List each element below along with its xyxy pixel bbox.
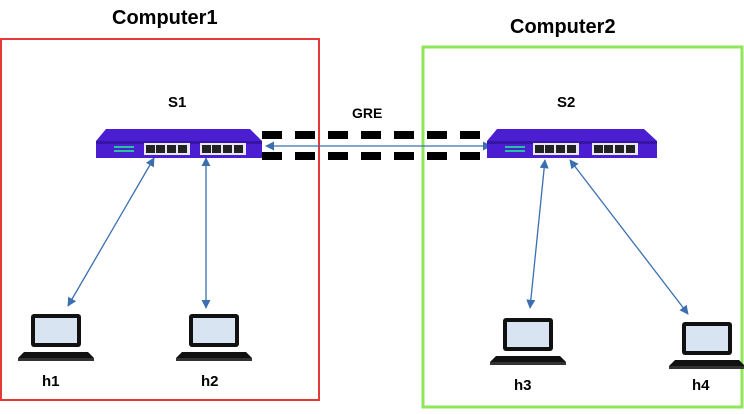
link-s2-h3 <box>526 159 549 309</box>
computer2-title: Computer2 <box>510 16 616 38</box>
laptop-h1-icon <box>18 314 94 361</box>
host-h1-label: h1 <box>42 373 60 390</box>
host-h4-label: h4 <box>692 377 710 394</box>
switch-s1-label: S1 <box>168 94 187 111</box>
s2-ports-left <box>533 143 579 155</box>
gre-label: GRE <box>352 105 383 121</box>
computer2-box <box>421 45 744 409</box>
link-s2-h4 <box>569 159 689 315</box>
laptop-h4-icon <box>669 322 744 369</box>
host-h2-label: h2 <box>201 373 219 390</box>
switch-s1 <box>96 129 262 158</box>
laptop-h3-icon <box>490 318 566 365</box>
switch-s2 <box>487 129 657 158</box>
computer1-title: Computer1 <box>112 7 218 29</box>
switch-s2-label: S2 <box>557 94 576 111</box>
s1-ports-left <box>144 143 190 155</box>
computer1-box <box>0 38 320 401</box>
s2-ports-right <box>592 143 638 155</box>
link-s1-h1 <box>67 157 155 307</box>
host-h3-label: h3 <box>514 377 532 394</box>
laptop-h2-icon <box>176 314 252 361</box>
s1-ports-right <box>200 143 246 155</box>
